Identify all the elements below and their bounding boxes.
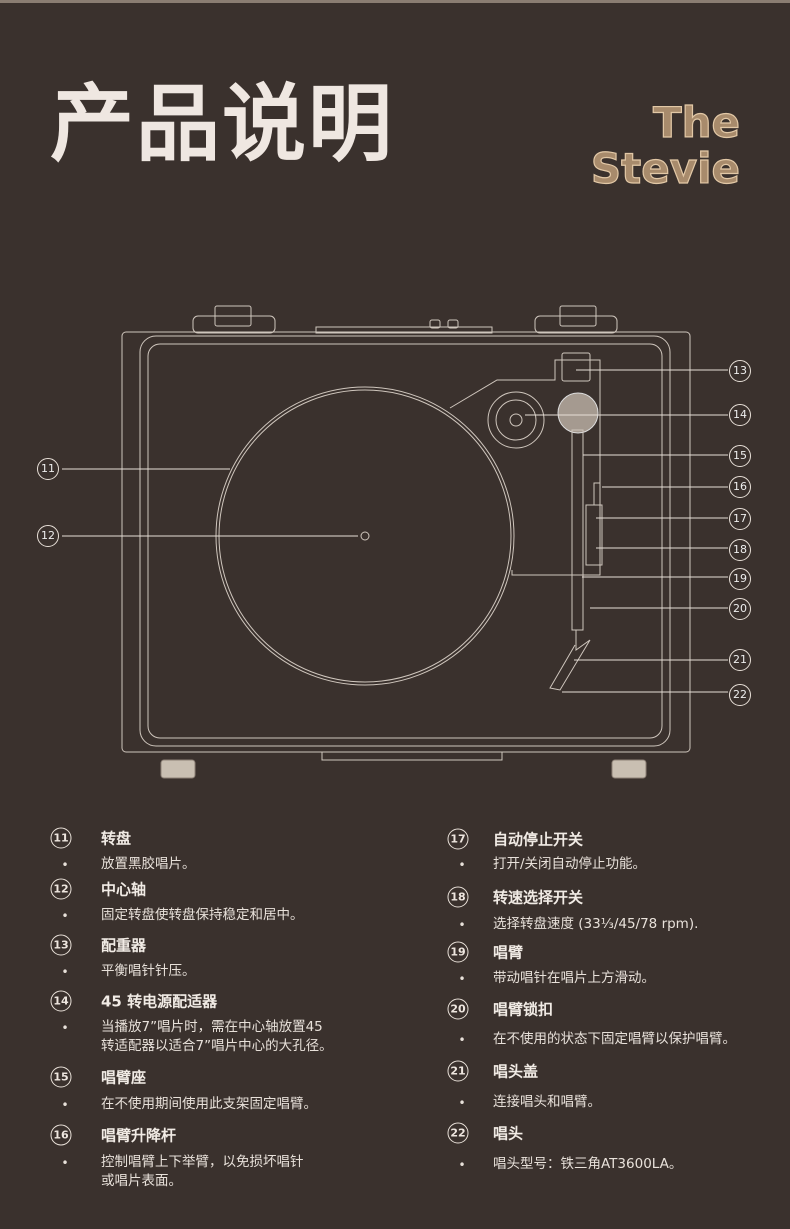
bullet: • [458, 1096, 466, 1110]
bullet: • [458, 1158, 466, 1172]
case-outline [121, 305, 691, 761]
item-number: 13 [50, 934, 72, 956]
bullet: • [458, 1033, 466, 1047]
item-number: 21 [447, 1060, 469, 1082]
item-title: 唱臂座 [101, 1068, 147, 1087]
item-title: 唱臂 [493, 943, 524, 962]
bullet: • [61, 965, 69, 979]
callout-11: 11 [37, 458, 59, 480]
callout-17: 17 [729, 508, 751, 530]
item-title: 唱臂升降杆 [101, 1126, 177, 1145]
tonearm-base [449, 352, 603, 691]
item-description: 当播放7”唱片时，需在中心轴放置45 [101, 1019, 323, 1035]
bullet: • [61, 1156, 69, 1170]
bullet: • [458, 858, 466, 872]
callout-16: 16 [729, 476, 751, 498]
item-description: 在不使用的状态下固定唱臂以保护唱臂。 [493, 1031, 736, 1047]
bullet: • [458, 972, 466, 986]
item-number: 14 [50, 990, 72, 1012]
callout-12: 12 [37, 525, 59, 547]
logo-line-1: The [652, 98, 740, 147]
item-description: 选择转盘速度 (33⅓/45/78 rpm). [493, 916, 699, 932]
bullet: • [61, 909, 69, 923]
item-description: 平衡唱针针压。 [101, 963, 196, 979]
callout-14: 14 [729, 404, 751, 426]
item-title: 转速选择开关 [493, 888, 584, 907]
item-number: 18 [447, 886, 469, 908]
turntable-diagram [62, 305, 728, 779]
page-title: 产品说明 [50, 75, 395, 173]
callout-lines [62, 369, 728, 693]
callout-19: 19 [729, 568, 751, 590]
item-number: 11 [50, 827, 72, 849]
callout-20: 20 [729, 598, 751, 620]
item-description: 在不使用期间使用此支架固定唱臂。 [101, 1096, 317, 1112]
callout-21: 21 [729, 649, 751, 671]
item-number: 22 [447, 1122, 469, 1144]
item-number: 20 [447, 998, 469, 1020]
item-title: 自动停止开关 [493, 830, 584, 849]
item-number: 16 [50, 1124, 72, 1146]
item-description: 转适配器以适合7”唱片中心的大孔径。 [101, 1038, 333, 1054]
item-description: 连接唱头和唱臂。 [493, 1094, 601, 1110]
callout-13: 13 [729, 360, 751, 382]
item-title: 唱臂锁扣 [493, 1000, 554, 1019]
item-title: 45 转电源配适器 [101, 992, 218, 1011]
item-number: 17 [447, 828, 469, 850]
callout-18: 18 [729, 539, 751, 561]
item-title: 唱头盖 [493, 1062, 539, 1081]
callout-22: 22 [729, 684, 751, 706]
item-description: 唱头型号：铁三角AT3600LA。 [493, 1156, 683, 1172]
bullet: • [61, 1098, 69, 1112]
item-number: 12 [50, 878, 72, 900]
bullet: • [458, 918, 466, 932]
feet [160, 759, 647, 779]
item-title: 配重器 [101, 936, 147, 955]
item-description: 打开/关闭自动停止功能。 [493, 856, 647, 872]
brand-logo: The Stevie [590, 98, 740, 193]
logo-line-2: Stevie [590, 144, 740, 193]
item-number: 19 [447, 941, 469, 963]
item-description: 放置黑胶唱片。 [101, 856, 196, 872]
item-title: 唱头 [493, 1124, 524, 1143]
item-description: 带动唱针在唱片上方滑动。 [493, 970, 655, 986]
callout-15: 15 [729, 445, 751, 467]
item-title: 转盘 [101, 829, 132, 848]
top-border [0, 0, 790, 3]
item-title: 中心轴 [101, 880, 147, 899]
item-description: 或唱片表面。 [101, 1173, 182, 1189]
bullet: • [61, 1021, 69, 1035]
bullet: • [61, 858, 69, 872]
item-description: 控制唱臂上下举臂，以免损坏唱针 [101, 1154, 304, 1170]
item-description: 固定转盘使转盘保持稳定和居中。 [101, 907, 304, 923]
item-number: 15 [50, 1066, 72, 1088]
